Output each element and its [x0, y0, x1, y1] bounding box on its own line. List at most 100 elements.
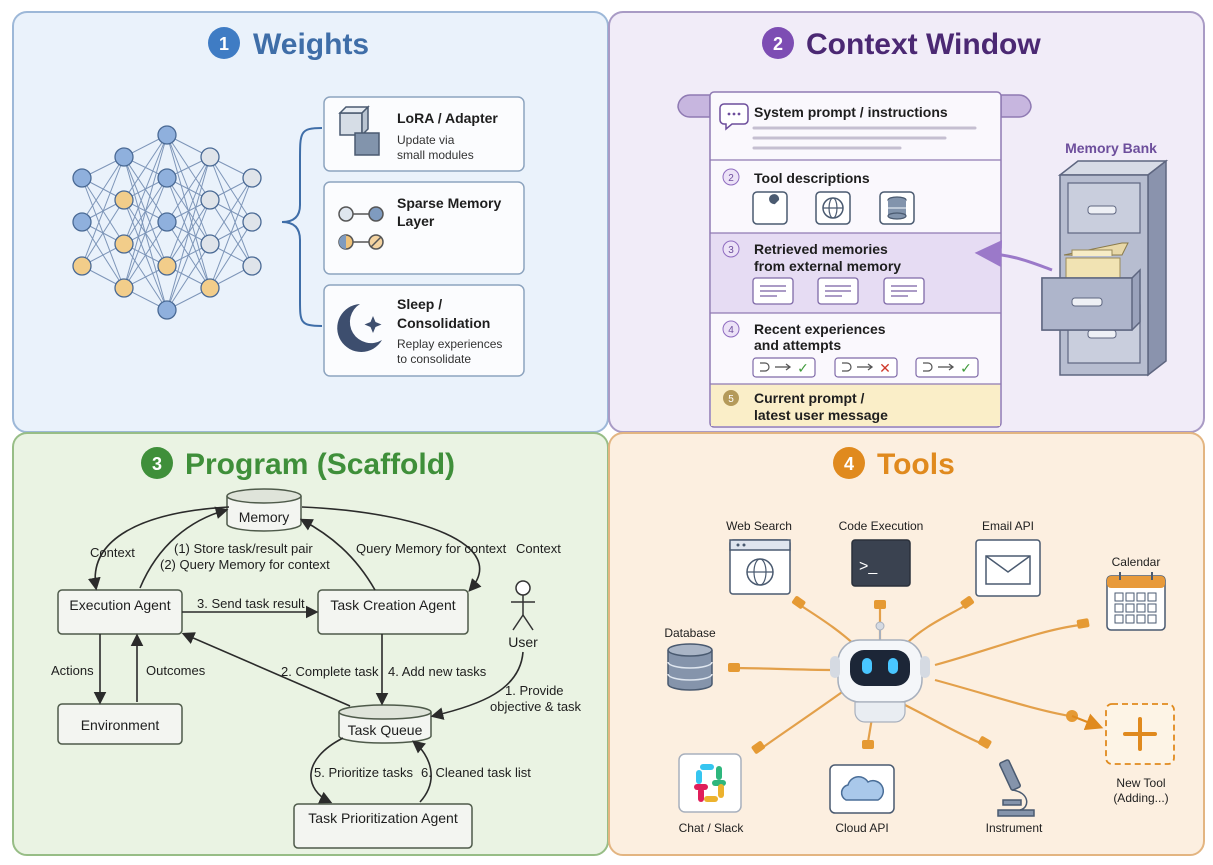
cloud-icon: [829, 764, 895, 814]
provide-objective-arrow: [430, 651, 524, 720]
section-2-badge: [722, 168, 740, 186]
nn-edge: [123, 177, 168, 289]
task-creation-agent-label: Task Creation Agent: [330, 597, 455, 613]
section-2-number: 2: [728, 173, 734, 184]
calendar-cell: [1136, 603, 1146, 613]
cleaned-list-arrow: [412, 740, 432, 803]
cross-icon: ✕: [879, 360, 891, 376]
nn-edge: [209, 177, 253, 245]
nn-edge: [166, 156, 211, 267]
section-5-badge: [723, 390, 739, 406]
nn-node: [157, 125, 177, 145]
tools-title: Tools: [877, 448, 955, 481]
nn-edge: [209, 177, 253, 289]
lora-desc-2: small modules: [397, 148, 474, 162]
cube-icon: [338, 105, 380, 156]
attempt-icon: [760, 362, 770, 372]
memory-retrieve-arrow: [974, 240, 1053, 272]
nn-node: [157, 212, 177, 232]
nn-node: [242, 256, 262, 276]
task-queue-node: Task Queue: [338, 704, 432, 744]
calendar-cell: [1125, 614, 1135, 624]
provide-label-1: 1. Provide: [505, 683, 564, 698]
nn-edge: [81, 156, 125, 223]
calendar-cell: [1125, 592, 1135, 602]
task-queue-label: Task Queue: [348, 722, 423, 738]
nn-node: [114, 234, 134, 254]
program-panel: 3 Program (Scaffold) Memory Execution Ag…: [12, 432, 609, 856]
nn-node: [114, 190, 134, 210]
plug-icons: [728, 596, 1090, 754]
instrument-label: Instrument: [986, 821, 1043, 835]
program-title: Program (Scaffold): [185, 448, 455, 481]
terminal-prompt: >_: [859, 558, 878, 575]
environment-node: [57, 703, 183, 745]
calendar-cell: [1125, 603, 1135, 613]
query-memory-label: Query Memory for context: [356, 541, 507, 556]
lora-title: LoRA / Adapter: [397, 110, 498, 126]
nn-edge: [123, 134, 168, 289]
context-left-arrow: [88, 506, 230, 591]
attempt-arrowhead: [867, 363, 874, 371]
user-label: User: [508, 634, 538, 650]
calendar-cell: [1147, 614, 1157, 624]
weights-panel: 1 Weights LoRA / Adapter Update via smal…: [12, 11, 609, 433]
neural-network-icon: [72, 125, 262, 320]
prioritize-arrow: [310, 737, 344, 804]
environment-label: Environment: [81, 717, 160, 733]
sparse-title-1: Sparse Memory: [397, 195, 501, 211]
nn-edge: [123, 221, 168, 289]
database-label: Database: [664, 626, 716, 640]
memory-documents: [752, 277, 925, 305]
nn-node: [157, 300, 177, 320]
recent-experiences-title-1: Recent experiences: [754, 321, 886, 337]
tools-number-badge: [833, 447, 865, 479]
section-3-badge: [722, 240, 740, 258]
bracket: [281, 127, 323, 327]
context-scroll: [677, 91, 1032, 428]
cloud-api-label: Cloud API: [835, 821, 888, 835]
calendar-cell: [1147, 592, 1157, 602]
program-number: 3: [152, 454, 162, 474]
nn-node: [157, 256, 177, 276]
task-prioritization-agent-node: [293, 803, 473, 849]
context-title: Context Window: [806, 28, 1041, 61]
section-3-number: 3: [728, 245, 734, 256]
complete-task-arrow: [181, 632, 351, 707]
nn-node: [72, 212, 92, 232]
context-number: 2: [773, 34, 783, 54]
weights-title: Weights: [253, 28, 369, 61]
sleep-desc-2: to consolidate: [397, 352, 471, 366]
nn-node: [114, 147, 134, 167]
calendar-cell: [1136, 592, 1146, 602]
attempt-icon: [842, 362, 852, 372]
provide-label-2: objective & task: [490, 699, 582, 714]
prioritize-label: 5. Prioritize tasks: [314, 765, 413, 780]
actions-label: Actions: [51, 663, 94, 678]
slack-icon: [678, 753, 742, 813]
current-prompt-title-1: Current prompt /: [754, 390, 865, 406]
moon-icon: [337, 304, 382, 352]
terminal-icon: >_: [851, 539, 911, 587]
chat-bubble-icon: [719, 103, 749, 131]
context-left-label: Context: [90, 545, 135, 560]
context-panel: 2 Context Window System prompt / instruc…: [608, 11, 1205, 433]
attempt-arrowhead: [948, 363, 955, 371]
nn-node: [200, 190, 220, 210]
send-result-label: 3. Send task result: [197, 596, 305, 611]
tool-descriptions-title: Tool descriptions: [754, 170, 870, 186]
calendar-cell: [1114, 614, 1124, 624]
nn-edge: [209, 221, 253, 289]
nn-edge: [166, 243, 211, 311]
context-right-arrow: [301, 506, 482, 592]
attempt-icon: [923, 362, 933, 372]
nn-node: [72, 168, 92, 188]
nn-edge: [123, 134, 168, 201]
new-tool-icon[interactable]: [1105, 703, 1175, 765]
recent-experiences-title-2: and attempts: [754, 337, 841, 353]
nn-edge: [81, 156, 125, 267]
calendar-cell: [1114, 603, 1124, 613]
context-right-label: Context: [516, 541, 561, 556]
web-search-label: Web Search: [726, 519, 792, 533]
execution-agent-label: Execution Agent: [69, 597, 170, 613]
